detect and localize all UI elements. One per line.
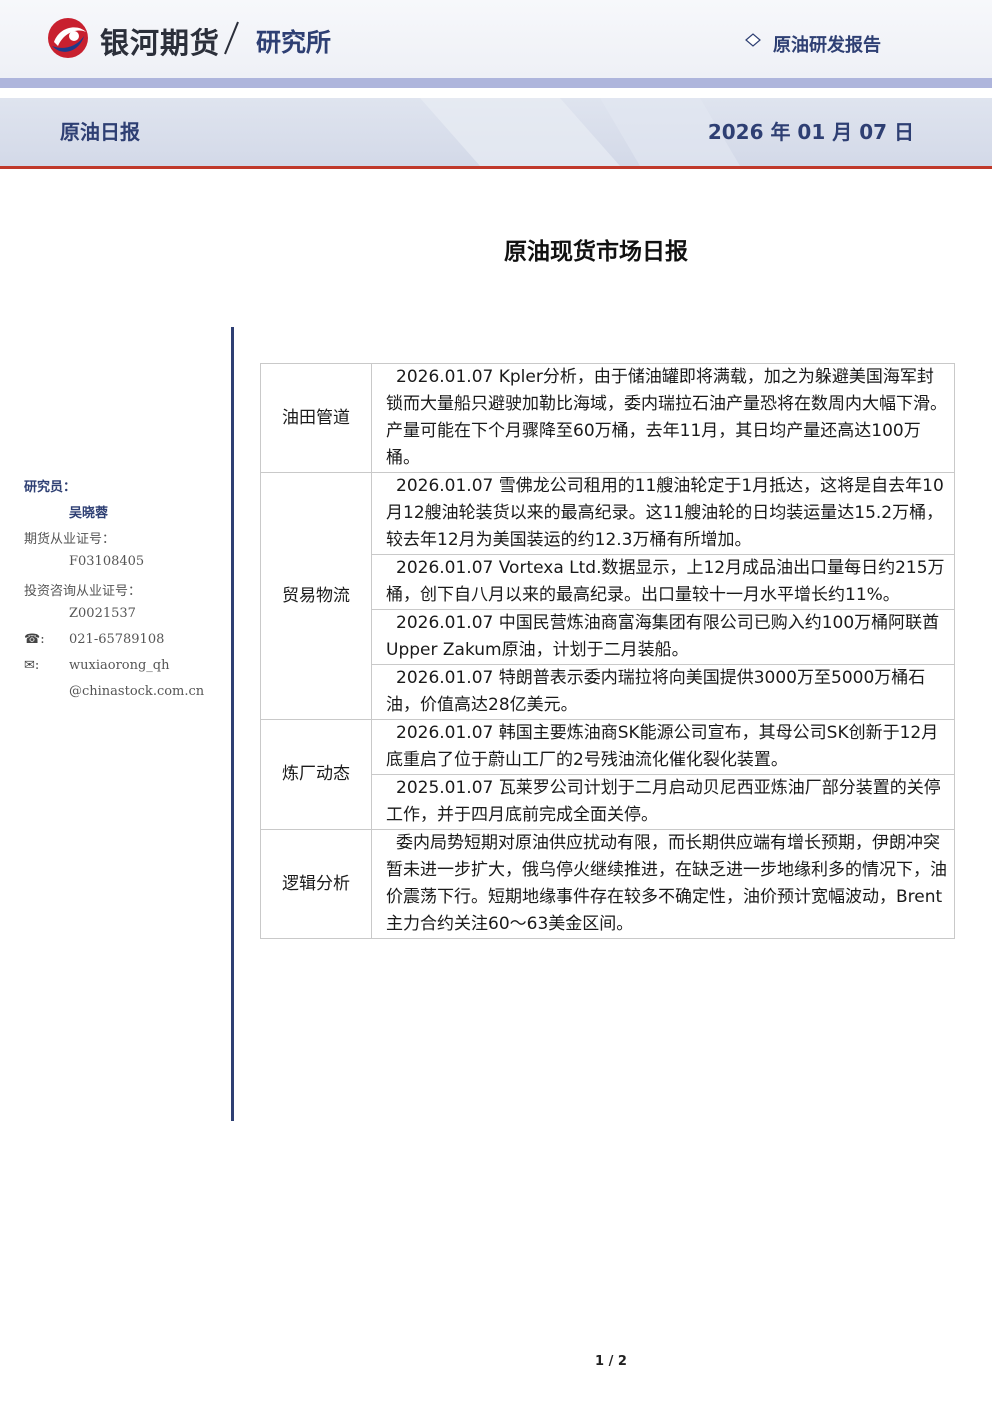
news-item-text: 2026.01.07 中国民营炼油商富海集团有限公司已购入约100万桶阿联酋Up… bbox=[386, 613, 940, 660]
red-divider bbox=[0, 166, 992, 169]
daily-title: 原油日报 bbox=[60, 120, 140, 144]
report-date: 2026 年 01 月 07 日 bbox=[707, 120, 914, 144]
news-item-text: 2025.01.07 瓦莱罗公司计划于二月启动贝尼西亚炼油厂部分装置的关停工作，… bbox=[386, 778, 941, 825]
email-line-2: @chinastock.com.cn bbox=[69, 684, 205, 699]
department-name: 研究所 bbox=[256, 28, 332, 57]
table-row: 2025.01.07 瓦莱罗公司计划于二月启动贝尼西亚炼油厂部分装置的关停工作，… bbox=[261, 774, 955, 830]
category-analysis: 逻辑分析 bbox=[260, 829, 372, 939]
report-type: 原油研发报告 bbox=[773, 35, 881, 56]
category-oilfield: 油田管道 bbox=[260, 363, 372, 473]
news-item: 2026.01.07 中国民营炼油商富海集团有限公司已购入约100万桶阿联酋Up… bbox=[371, 609, 955, 665]
news-item: 委内局势短期对原油供应扰动有限，而长期供应端有增长预期，伊朗冲突暂未进一步扩大，… bbox=[371, 829, 955, 939]
header-gap bbox=[0, 88, 992, 98]
news-item: 2026.01.07 Vortexa Ltd.数据显示，上12月成品油出口量每日… bbox=[371, 554, 955, 610]
phone-number: 021-65789108 bbox=[69, 632, 165, 647]
header-bar-decoration bbox=[420, 98, 740, 166]
vertical-divider bbox=[231, 327, 234, 1121]
news-item-text: 2026.01.07 雪佛龙公司租用的11艘油轮定于1月抵达，这将是自去年10月… bbox=[386, 476, 944, 550]
header-band bbox=[0, 78, 992, 88]
news-item: 2026.01.07 雪佛龙公司租用的11艘油轮定于1月抵达，这将是自去年10月… bbox=[371, 472, 955, 555]
page-number: 1 / 2 bbox=[595, 1354, 627, 1369]
galaxy-logo-icon bbox=[48, 18, 88, 58]
news-item-text: 2026.01.07 Vortexa Ltd.数据显示，上12月成品油出口量每日… bbox=[386, 558, 945, 605]
news-item-text: 委内局势短期对原油供应扰动有限，而长期供应端有增长预期，伊朗冲突暂未进一步扩大，… bbox=[386, 833, 947, 934]
brand-name: 银河期货 bbox=[100, 26, 221, 60]
table-row: 2026.01.07 中国民营炼油商富海集团有限公司已购入约100万桶阿联酋Up… bbox=[261, 609, 955, 665]
news-table: 油田管道 2026.01.07 Kpler分析，由于储油罐即将满载，加之为躲避美… bbox=[260, 363, 955, 939]
table-row: 逻辑分析 委内局势短期对原油供应扰动有限，而长期供应端有增长预期，伊朗冲突暂未进… bbox=[260, 829, 955, 939]
email-line-1: wuxiaorong_qh bbox=[69, 658, 170, 673]
mail-icon: ✉: bbox=[24, 658, 40, 673]
news-item: 2026.01.07 特朗普表示委内瑞拉将向美国提供3000万至5000万桶石油… bbox=[371, 664, 955, 720]
researcher-name: 吴晓蓉 bbox=[69, 506, 109, 521]
news-item-text: 2026.01.07 韩国主要炼油商SK能源公司宣布，其母公司SK创新于12月底… bbox=[386, 723, 939, 770]
futures-cert-label: 期货从业证号： bbox=[24, 532, 116, 547]
researcher-label: 研究员： bbox=[24, 480, 77, 495]
news-item: 2025.01.07 瓦莱罗公司计划于二月启动贝尼西亚炼油厂部分装置的关停工作，… bbox=[371, 774, 955, 830]
table-row: 贸易物流 2026.01.07 雪佛龙公司租用的11艘油轮定于1月抵达，这将是自… bbox=[260, 472, 955, 720]
header-top: 银河期货 研究所 原油研发报告 bbox=[0, 0, 992, 78]
phone-icon: ☎: bbox=[24, 632, 45, 647]
document-title: 原油现货市场日报 bbox=[504, 239, 688, 265]
advisory-cert-number: Z0021537 bbox=[69, 606, 136, 621]
news-item: 2026.01.07 韩国主要炼油商SK能源公司宣布，其母公司SK创新于12月底… bbox=[371, 719, 955, 775]
category-refinery: 炼厂动态 bbox=[260, 719, 372, 830]
header-bar: 原油日报 2026 年 01 月 07 日 bbox=[0, 98, 992, 166]
decorative-line bbox=[440, 33, 761, 47]
news-item-text: 2026.01.07 特朗普表示委内瑞拉将向美国提供3000万至5000万桶石油… bbox=[386, 668, 926, 715]
advisory-cert-label: 投资咨询从业证号： bbox=[24, 584, 142, 599]
table-row: 2026.01.07 Vortexa Ltd.数据显示，上12月成品油出口量每日… bbox=[261, 554, 955, 610]
category-trade: 贸易物流 bbox=[260, 472, 372, 720]
news-item: 2026.01.07 Kpler分析，由于储油罐即将满载，加之为躲避美国海军封锁… bbox=[371, 363, 955, 473]
futures-cert-number: F03108405 bbox=[69, 554, 145, 569]
table-row: 油田管道 2026.01.07 Kpler分析，由于储油罐即将满载，加之为躲避美… bbox=[260, 363, 955, 473]
slash-divider bbox=[224, 21, 239, 55]
table-row: 炼厂动态 2026.01.07 韩国主要炼油商SK能源公司宣布，其母公司SK创新… bbox=[260, 719, 955, 830]
news-item-text: 2026.01.07 Kpler分析，由于储油罐即将满载，加之为躲避美国海军封锁… bbox=[386, 367, 947, 468]
